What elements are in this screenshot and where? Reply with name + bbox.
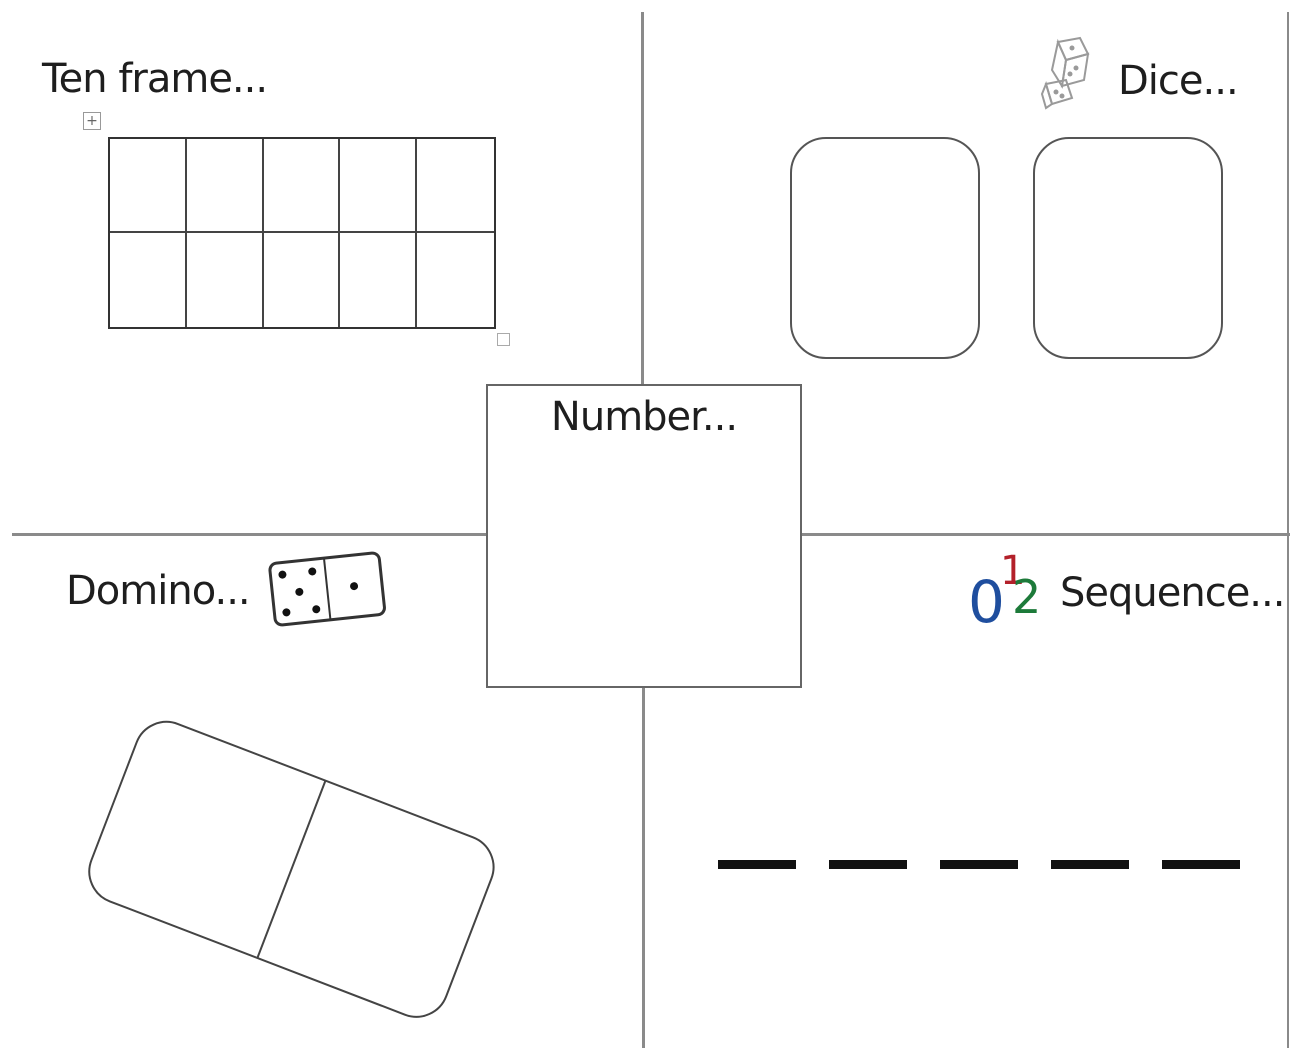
ten-frame-cell[interactable] (263, 139, 341, 233)
sequence-blank-1[interactable] (718, 860, 796, 869)
ten-frame-cell[interactable] (264, 233, 341, 327)
sequence-digit-1: 1 (1000, 548, 1026, 594)
horizontal-divider-right (802, 533, 1290, 536)
domino-outline[interactable] (70, 680, 520, 1040)
vertical-divider-top (641, 12, 644, 384)
ten-frame-cell[interactable] (417, 139, 494, 233)
ten-frame-cell[interactable] (110, 233, 187, 327)
ten-frame-cell[interactable] (340, 233, 418, 327)
dice-icon (1040, 36, 1090, 110)
sequence-blank-4[interactable] (1051, 860, 1129, 869)
domino-label: Domino... (66, 568, 251, 614)
table-move-handle[interactable]: + (83, 112, 101, 130)
ten-frame-cell[interactable] (187, 233, 264, 327)
sequence-digit-2: 2 (1012, 570, 1042, 624)
die-box-1[interactable] (790, 137, 980, 359)
ten-frame-cell[interactable] (186, 139, 264, 233)
horizontal-divider-left (12, 533, 486, 536)
ten-frame-cell[interactable] (417, 233, 494, 327)
domino-icon (268, 551, 386, 627)
ten-frame-cell[interactable] (340, 139, 418, 233)
table-resize-handle[interactable] (497, 333, 510, 346)
sequence-digit-0: 0 (968, 568, 1005, 636)
sequence-blank-2[interactable] (829, 860, 907, 869)
sequence-blank-5[interactable] (1162, 860, 1240, 869)
ten-frame-grid[interactable] (108, 137, 496, 329)
ten-frame-cell[interactable] (110, 139, 187, 233)
sequence-blank-3[interactable] (940, 860, 1018, 869)
vertical-divider-bottom (642, 688, 645, 1048)
right-border (1287, 12, 1289, 1048)
number-label: Number... (550, 394, 738, 440)
dice-label: Dice... (1118, 58, 1239, 104)
ten-frame-label: Ten frame... (42, 56, 268, 102)
die-box-2[interactable] (1033, 137, 1223, 359)
number-sequence-icon: 0 1 2 (968, 548, 1046, 636)
sequence-label: Sequence... (1060, 570, 1285, 616)
number-box[interactable]: Number... (486, 384, 802, 688)
